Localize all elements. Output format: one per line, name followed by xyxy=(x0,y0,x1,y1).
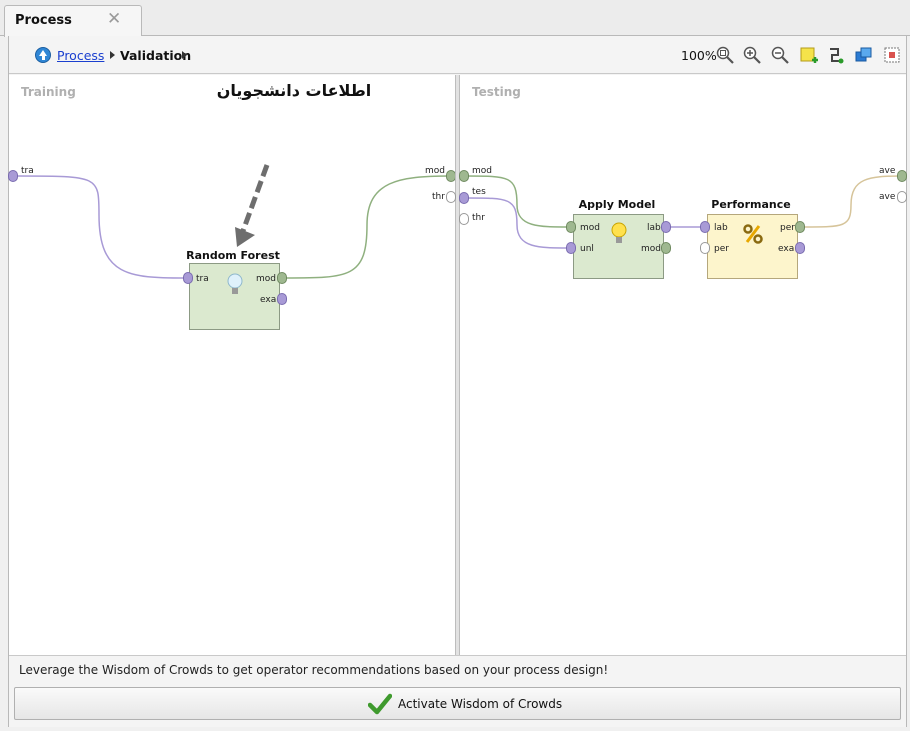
performance-operator[interactable]: lab per per exa xyxy=(707,214,798,279)
wisdom-of-crowds-panel: Leverage the Wisdom of Crowds to get ope… xyxy=(9,655,906,727)
port-label: ave xyxy=(879,192,896,202)
operator-output-port[interactable] xyxy=(277,293,287,305)
port-label: tes xyxy=(472,187,486,197)
process-canvas[interactable]: Training اطلاعات دانشجویان tra mod Rando… xyxy=(8,75,907,655)
training-input-port[interactable] xyxy=(8,170,18,182)
close-icon[interactable]: ✕ xyxy=(107,9,122,29)
annotation-note[interactable]: اطلاعات دانشجویان xyxy=(216,81,372,100)
tab-bar: Process ✕ xyxy=(0,0,910,37)
operator-input-port[interactable] xyxy=(700,242,710,254)
breadcrumb-current: Validation xyxy=(120,48,192,63)
activate-wisdom-label: Activate Wisdom of Crowds xyxy=(398,697,563,711)
port-label: tra xyxy=(21,166,34,176)
lightbulb-icon xyxy=(611,222,627,243)
testing-input-port[interactable] xyxy=(459,170,469,182)
training-throughput-port[interactable] xyxy=(446,191,456,203)
training-label: Training xyxy=(21,85,76,99)
testing-output-port[interactable] xyxy=(897,170,907,182)
wisdom-hint-text: Leverage the Wisdom of Crowds to get ope… xyxy=(19,663,609,677)
operator-input-port[interactable] xyxy=(183,272,193,284)
operator-output-port[interactable] xyxy=(661,221,671,233)
operator-title: Apply Model xyxy=(578,198,656,211)
port-label: per xyxy=(780,223,795,233)
testing-input-port[interactable] xyxy=(459,192,469,204)
zoom-fit-icon[interactable] xyxy=(715,45,735,65)
apply-model-operator[interactable]: mod unl lab mod xyxy=(573,214,664,279)
activate-wisdom-button[interactable]: Activate Wisdom of Crowds xyxy=(14,687,901,720)
process-panel: Process Validation 100% xyxy=(8,36,907,727)
port-label: exa xyxy=(778,244,795,254)
port-label: mod xyxy=(256,274,276,284)
zoom-in-icon[interactable] xyxy=(742,45,762,65)
port-label: ave xyxy=(879,166,896,176)
connection-wires xyxy=(16,164,903,279)
up-arrow-icon[interactable] xyxy=(35,47,51,63)
port-label: per xyxy=(714,244,729,254)
auto-wire-icon[interactable] xyxy=(826,45,846,65)
zoom-level: 100% xyxy=(681,48,717,63)
subprocess-divider[interactable] xyxy=(455,75,460,655)
port-label: lab xyxy=(714,223,728,233)
port-label: thr xyxy=(472,213,485,223)
zoom-out-icon[interactable] xyxy=(770,45,790,65)
operator-output-port[interactable] xyxy=(277,272,287,284)
port-label: thr xyxy=(432,192,445,202)
operator-output-port[interactable] xyxy=(661,242,671,254)
operator-input-port[interactable] xyxy=(700,221,710,233)
port-label: mod xyxy=(472,166,492,176)
breadcrumb-arrow-icon[interactable] xyxy=(182,51,187,59)
percent-icon xyxy=(743,224,763,244)
operator-title: Performance xyxy=(711,198,791,211)
breadcrumb-arrow-icon xyxy=(110,51,115,59)
arrange-operators-icon[interactable] xyxy=(854,45,874,65)
port-label: tra xyxy=(196,274,209,284)
port-label: mod xyxy=(580,223,600,233)
process-toolbar: Process Validation 100% xyxy=(9,36,906,74)
add-note-icon[interactable] xyxy=(799,45,819,65)
operator-output-port[interactable] xyxy=(795,242,805,254)
lightbulb-icon xyxy=(227,273,243,294)
breadcrumb-process-link[interactable]: Process xyxy=(57,48,105,63)
tab-label: Process xyxy=(15,13,72,28)
port-label: unl xyxy=(580,244,594,254)
port-label: lab xyxy=(647,223,661,233)
port-label: mod xyxy=(641,244,661,254)
tab-process[interactable]: Process ✕ xyxy=(4,5,142,37)
random-forest-operator[interactable]: tra mod exa xyxy=(189,263,280,330)
testing-output-port[interactable] xyxy=(897,191,907,203)
port-label: exa xyxy=(260,295,277,305)
operator-input-port[interactable] xyxy=(566,221,576,233)
testing-input-port[interactable] xyxy=(459,213,469,225)
testing-label: Testing xyxy=(472,85,521,99)
check-icon xyxy=(368,693,392,715)
port-label: mod xyxy=(425,166,445,176)
operator-output-port[interactable] xyxy=(795,221,805,233)
fit-to-view-icon[interactable] xyxy=(882,45,902,65)
operator-input-port[interactable] xyxy=(566,242,576,254)
operator-title: Random Forest xyxy=(186,249,280,262)
